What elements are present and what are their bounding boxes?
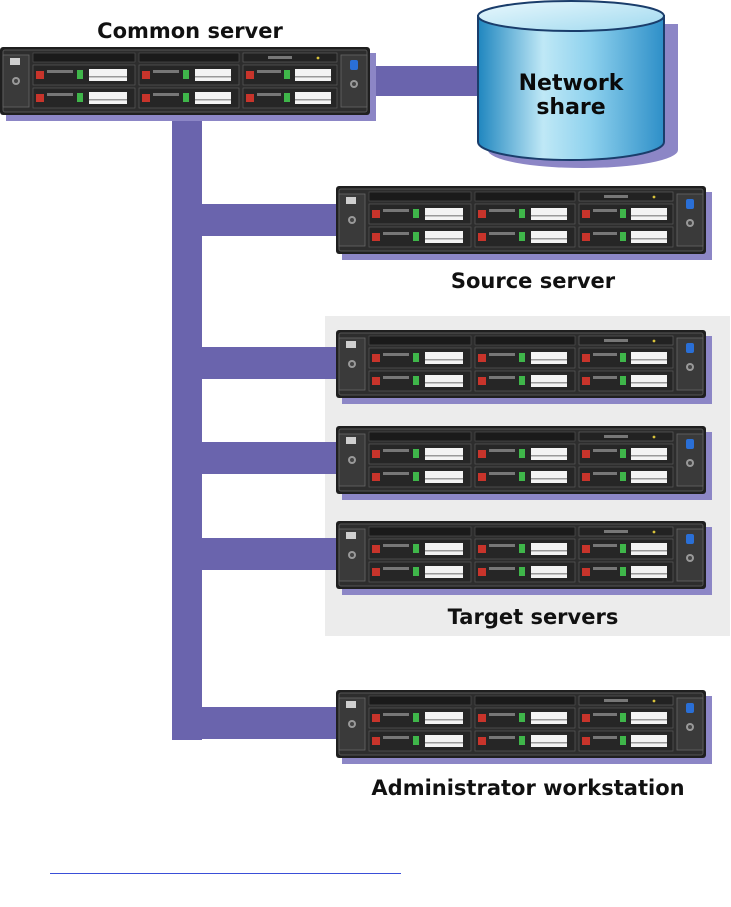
network-share: Network share	[477, 0, 678, 168]
target-servers-label: Target servers	[448, 605, 619, 629]
database-cylinder-icon	[477, 0, 678, 168]
common-server-label: Common server	[97, 19, 283, 43]
administrator-workstation: Administrator workstation	[335, 689, 713, 800]
rack-server-icon	[335, 425, 713, 501]
network-share-label-line1: Network	[519, 71, 625, 96]
rack-server-icon	[335, 520, 713, 596]
source-server: Source server	[335, 185, 713, 293]
common-server: Common server	[0, 19, 377, 122]
network-share-label-line2: share	[536, 95, 605, 120]
source-server-label: Source server	[451, 269, 616, 293]
target-servers: Target servers	[335, 329, 713, 629]
rack-server-icon	[335, 185, 713, 261]
footer-divider	[50, 873, 401, 874]
administrator-workstation-label: Administrator workstation	[371, 776, 684, 800]
rack-server-icon	[335, 329, 713, 405]
rack-server-icon	[335, 689, 713, 765]
network-connectors	[172, 66, 482, 740]
rack-server-icon	[0, 46, 377, 122]
